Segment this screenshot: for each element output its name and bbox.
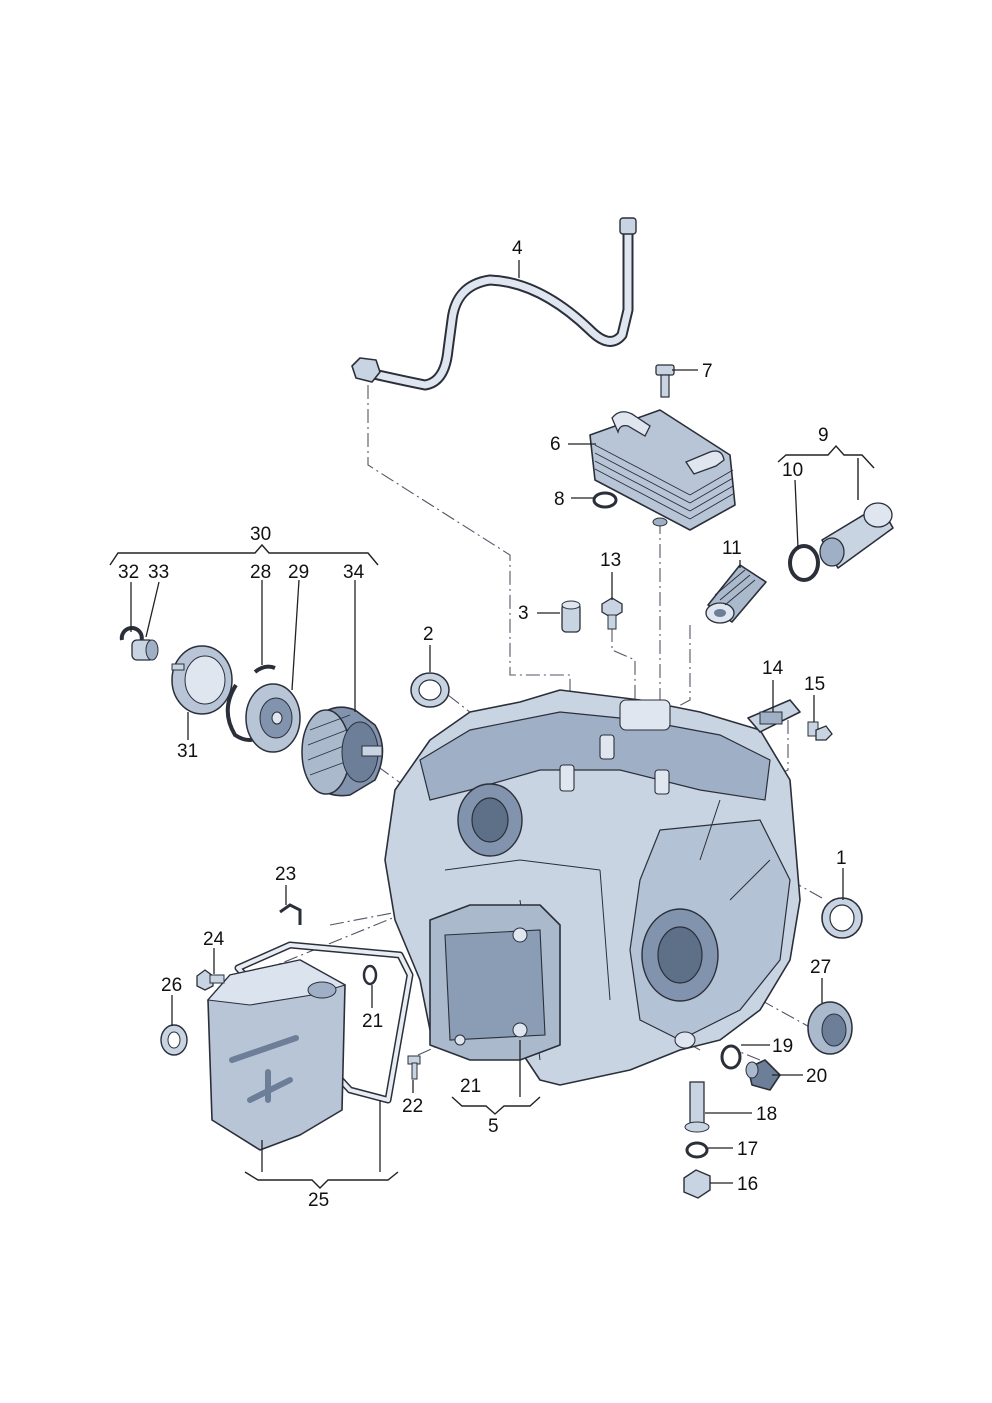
label-29: 29 — [288, 562, 309, 583]
oil-pan-gasket — [234, 941, 414, 1104]
plug-20 — [745, 1059, 781, 1091]
label-3: 3 — [518, 603, 529, 624]
o-ring-21 — [362, 964, 378, 986]
label-23: 23 — [275, 864, 296, 885]
filter-housing-9 — [819, 502, 894, 569]
pin-18 — [684, 1081, 710, 1133]
label-16: 16 — [737, 1174, 758, 1195]
grommet-26 — [160, 1024, 188, 1056]
nut-16 — [683, 1169, 711, 1199]
group-brackets — [109, 444, 875, 1189]
label-34: 34 — [343, 562, 365, 583]
bracket-14 — [747, 699, 801, 733]
label-6: 6 — [550, 434, 561, 455]
label-21a: 21 — [362, 1011, 383, 1032]
oil-line — [351, 217, 637, 391]
label-28: 28 — [250, 562, 271, 583]
label-5: 5 — [488, 1116, 499, 1137]
label-22: 22 — [402, 1096, 423, 1117]
part-labels: 1 2 3 4 5 6 7 8 9 10 11 13 14 15 16 17 1… — [118, 238, 847, 1211]
label-19: 19 — [772, 1036, 793, 1057]
label-26: 26 — [161, 975, 182, 996]
label-18: 18 — [756, 1104, 777, 1125]
label-4: 4 — [512, 238, 523, 259]
bolt-7 — [655, 364, 675, 398]
label-14: 14 — [762, 658, 784, 679]
o-ring-8 — [592, 491, 618, 509]
bolt-15 — [807, 721, 833, 741]
label-8: 8 — [554, 489, 565, 510]
label-17: 17 — [737, 1139, 758, 1160]
seal-2 — [410, 672, 450, 708]
label-1: 1 — [836, 848, 847, 869]
clip-23 — [279, 903, 302, 925]
bolt-24 — [196, 969, 225, 991]
transmission-housing — [384, 689, 801, 1086]
label-20: 20 — [806, 1066, 827, 1087]
leader-lines — [130, 260, 844, 1184]
label-31: 31 — [177, 741, 198, 762]
washer-19 — [720, 1044, 742, 1070]
washer-17 — [685, 1141, 709, 1159]
seal-1 — [821, 897, 863, 939]
valve-body — [429, 904, 561, 1061]
label-32: 32 — [118, 562, 139, 583]
clutch-drum-34 — [301, 706, 384, 797]
oil-pan — [206, 959, 347, 1151]
label-33: 33 — [148, 562, 169, 583]
sleeve-3 — [561, 600, 581, 633]
bolt-22 — [407, 1055, 421, 1080]
label-15: 15 — [804, 674, 825, 695]
o-ring-10 — [788, 544, 820, 582]
label-25: 25 — [308, 1190, 329, 1211]
cover-31 — [171, 645, 233, 715]
label-9: 9 — [818, 425, 829, 446]
oil-filter-11 — [705, 564, 767, 624]
label-24: 24 — [203, 929, 225, 950]
disc-29 — [245, 683, 301, 753]
label-2: 2 — [423, 624, 434, 645]
label-21b: 21 — [460, 1076, 481, 1097]
label-11: 11 — [722, 538, 742, 559]
label-10: 10 — [782, 460, 803, 481]
label-7: 7 — [702, 361, 713, 382]
cap-27 — [807, 1001, 853, 1055]
oil-cooler — [589, 409, 736, 531]
label-27: 27 — [810, 957, 831, 978]
label-13: 13 — [600, 550, 621, 571]
bolt-13 — [601, 597, 623, 630]
label-30: 30 — [250, 524, 271, 545]
plug-33 — [131, 639, 159, 661]
